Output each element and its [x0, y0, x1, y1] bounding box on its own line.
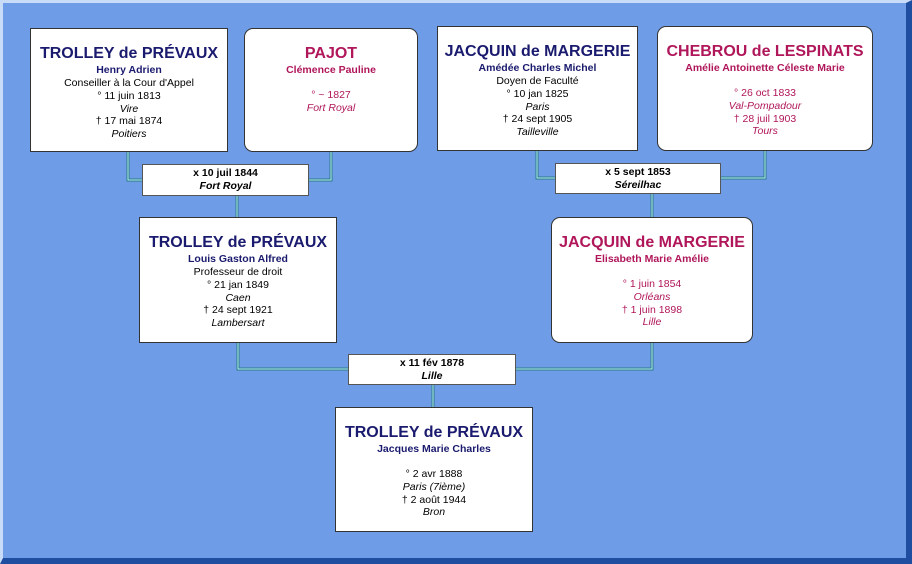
death-place: Bron	[422, 506, 446, 519]
connector-p4-m2	[718, 149, 767, 180]
connector-p2-m1	[306, 149, 333, 182]
marriage-place: Fort Royal	[199, 180, 252, 192]
marriage-place: Lille	[421, 370, 443, 382]
surname: TROLLEY de PRÉVAUX	[39, 45, 219, 62]
surname: JACQUIN de MARGERIE	[444, 43, 631, 60]
connector-p1-m1-glow	[127, 150, 144, 181]
given-name: Jacques Marie Charles	[377, 443, 491, 455]
death-date: † 24 sept 1905	[502, 113, 573, 126]
birth-place: Caen	[225, 291, 251, 304]
person-card-elisabeth-marie-amelie[interactable]: JACQUIN de MARGERIE Elisabeth Marie Amél…	[551, 217, 753, 343]
birth-place: Val-Pompadour	[728, 99, 802, 112]
marriage-date: x 5 sept 1853	[605, 166, 671, 178]
given-name: Henry Adrien	[96, 64, 162, 76]
death-date: † 17 mai 1874	[95, 115, 163, 128]
birth-place: Vire	[119, 102, 139, 115]
birth-date: ° ~ 1827	[311, 89, 351, 101]
birth-place: Orléans	[633, 290, 671, 303]
given-name: Amédée Charles Michel	[478, 62, 597, 74]
occupation: Conseiller à la Cour d'Appel	[64, 77, 194, 89]
death-place: Lambersart	[211, 317, 265, 330]
marriage-date: x 10 juil 1844	[193, 167, 258, 179]
birth-date: ° 11 juin 1813	[97, 89, 161, 102]
connector-p3-m2-glow	[536, 150, 557, 179]
birth-date: ° 21 jan 1849	[206, 278, 269, 291]
connector-p6-m3-glow	[515, 341, 653, 370]
marriage-place: Séreilhac	[614, 179, 662, 191]
surname: PAJOT	[304, 45, 358, 62]
birth-place: Paris	[525, 100, 550, 113]
death-place: Tailleville	[516, 126, 559, 139]
birth-date: ° 1 juin 1854	[622, 278, 682, 290]
death-date: † 24 sept 1921	[203, 304, 273, 317]
marriage-box-1844[interactable]: x 10 juil 1844 Fort Royal	[142, 164, 309, 196]
connector-p2-m1-glow	[307, 150, 332, 181]
death-date: † 2 août 1944	[401, 493, 467, 506]
death-date: † 1 juin 1898	[621, 303, 683, 316]
given-name: Louis Gaston Alfred	[188, 253, 288, 265]
marriage-box-1878[interactable]: x 11 fév 1878 Lille	[348, 354, 516, 385]
connector-p4-m2-glow	[719, 150, 766, 179]
connector-p1-m1	[126, 149, 145, 182]
birth-date: ° 2 avr 1888	[405, 468, 463, 480]
occupation: Doyen de Faculté	[496, 75, 579, 87]
death-place: Lille	[642, 316, 662, 329]
birth-place: Fort Royal	[306, 101, 356, 114]
death-date: † 28 juil 1903	[733, 112, 797, 125]
marriage-date: x 11 fév 1878	[399, 357, 465, 369]
person-card-clemence-pauline[interactable]: PAJOT Clémence Pauline ° ~ 1827 Fort Roy…	[244, 28, 418, 152]
birth-date: ° 26 oct 1833	[734, 87, 796, 99]
surname: TROLLEY de PRÉVAUX	[148, 234, 328, 251]
connector-p6-m3	[514, 340, 654, 371]
person-card-jacques-marie-charles[interactable]: TROLLEY de PRÉVAUX Jacques Marie Charles…	[335, 407, 533, 532]
occupation: Professeur de droit	[193, 266, 283, 278]
death-place: Poitiers	[111, 128, 147, 141]
given-name: Clémence Pauline	[286, 64, 376, 76]
surname: JACQUIN de MARGERIE	[559, 234, 745, 251]
person-card-louis-gaston-alfred[interactable]: TROLLEY de PRÉVAUX Louis Gaston Alfred P…	[139, 217, 337, 343]
person-card-amedee-charles-michel[interactable]: JACQUIN de MARGERIE Amédée Charles Miche…	[437, 26, 638, 151]
connector-p5-m3-glow	[237, 341, 350, 370]
given-name: Amélie Antoinette Céleste Marie	[685, 62, 845, 74]
birth-date: ° 10 jan 1825	[506, 87, 569, 100]
given-name: Elisabeth Marie Amélie	[595, 253, 709, 265]
person-card-amelie-antoinette[interactable]: CHEBROU de LESPINATS Amélie Antoinette C…	[657, 26, 873, 151]
surname: TROLLEY de PRÉVAUX	[344, 424, 524, 441]
birth-place: Paris (7ième)	[402, 480, 466, 493]
connector-p3-m2	[535, 149, 558, 180]
person-card-henry-adrien[interactable]: TROLLEY de PRÉVAUX Henry Adrien Conseill…	[30, 28, 228, 152]
surname: CHEBROU de LESPINATS	[666, 43, 864, 60]
death-place: Tours	[752, 125, 778, 138]
marriage-box-1853[interactable]: x 5 sept 1853 Séreilhac	[555, 163, 721, 194]
connector-p5-m3	[236, 340, 351, 371]
